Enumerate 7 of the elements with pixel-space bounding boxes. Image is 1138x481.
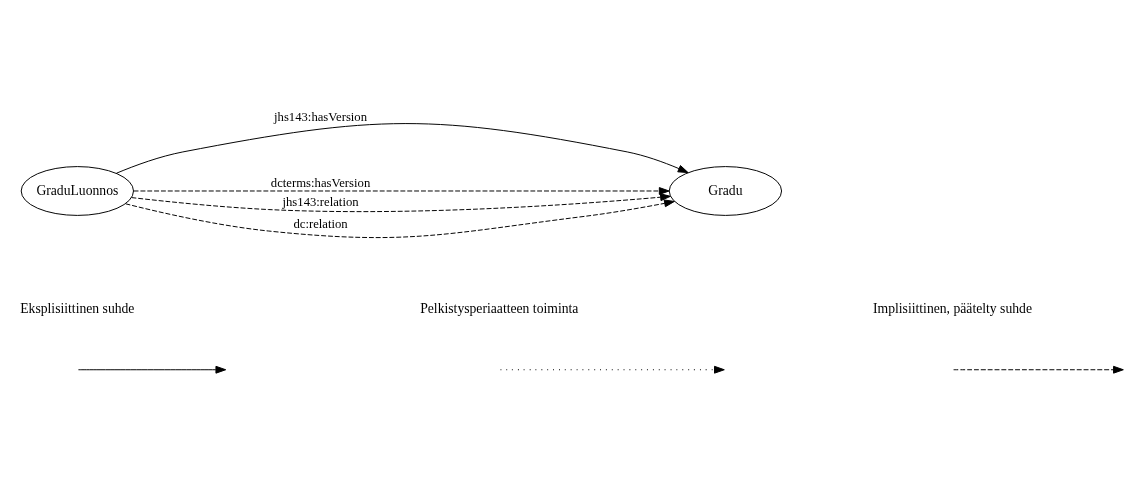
legend-label: Implisiittinen, päätelty suhde [873, 300, 1032, 316]
edge-label: jhs143:relation [282, 195, 359, 210]
legend-label: Pelkistysperiaatteen toiminta [420, 300, 579, 316]
edge-label: jhs143:hasVersion [274, 110, 368, 125]
edge-label: dcterms:hasVersion [270, 176, 371, 191]
edge-label: dc:relation [293, 216, 348, 231]
legend-label: Eksplisiittinen suhde [20, 300, 135, 316]
